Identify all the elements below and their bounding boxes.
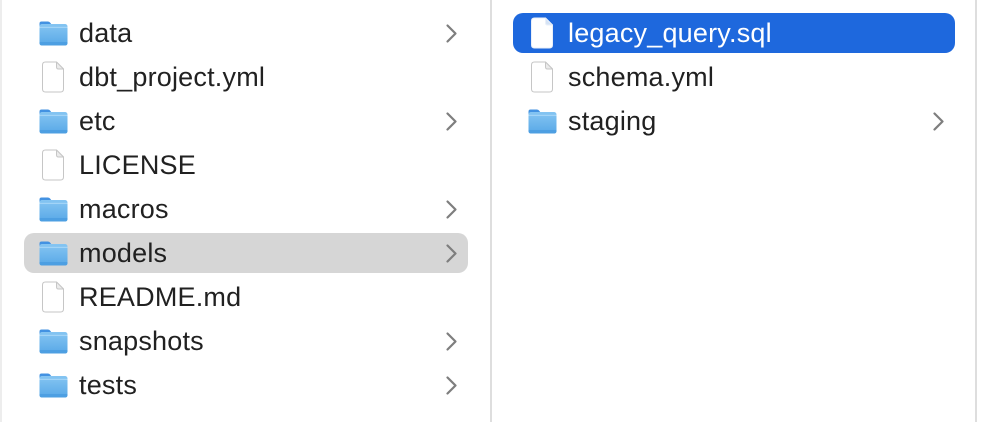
document-icon [37,148,69,182]
folder-row[interactable]: staging [513,101,955,141]
file-name: README.md [79,282,242,312]
chevron-right-icon [932,111,945,132]
chevron-right-icon [445,199,458,220]
folder-row[interactable]: models [24,233,468,273]
folder-icon [37,368,69,402]
folder-icon [37,16,69,50]
chevron-right-icon [445,375,458,396]
folder-icon [37,104,69,138]
chevron-right-icon [445,111,458,132]
folder-row[interactable]: snapshots [24,321,468,361]
folder-row[interactable]: etc [24,101,468,141]
file-name: staging [568,106,657,136]
file-name: legacy_query.sql [568,18,772,48]
finder-column-next-stub [977,0,984,422]
file-name: data [79,18,133,48]
file-row[interactable]: README.md [24,277,468,317]
chevron-right-icon [445,331,458,352]
folder-icon [526,104,558,138]
file-name: snapshots [79,326,204,356]
file-name: macros [79,194,169,224]
folder-row[interactable]: data [24,13,468,53]
document-icon [526,16,558,50]
chevron-right-icon [445,23,458,44]
file-row[interactable]: schema.yml [513,57,955,97]
file-row[interactable]: legacy_query.sql [513,13,955,53]
document-icon [37,60,69,94]
file-name: LICENSE [79,150,196,180]
folder-icon [37,236,69,270]
folder-row[interactable]: macros [24,189,468,229]
folder-icon [37,324,69,358]
file-name: schema.yml [568,62,715,92]
finder-column-parent: data [2,0,492,422]
document-icon [37,280,69,314]
file-name: etc [79,106,116,136]
folder-row[interactable]: tests [24,365,468,405]
file-name: tests [79,370,138,400]
file-row[interactable]: LICENSE [24,145,468,185]
folder-icon [37,192,69,226]
file-name: models [79,238,168,268]
chevron-right-icon [445,243,458,264]
document-icon [526,60,558,94]
finder-column-current: legacy_query.sql [492,0,977,422]
file-name: dbt_project.yml [79,62,266,92]
file-row[interactable]: dbt_project.yml [24,57,468,97]
